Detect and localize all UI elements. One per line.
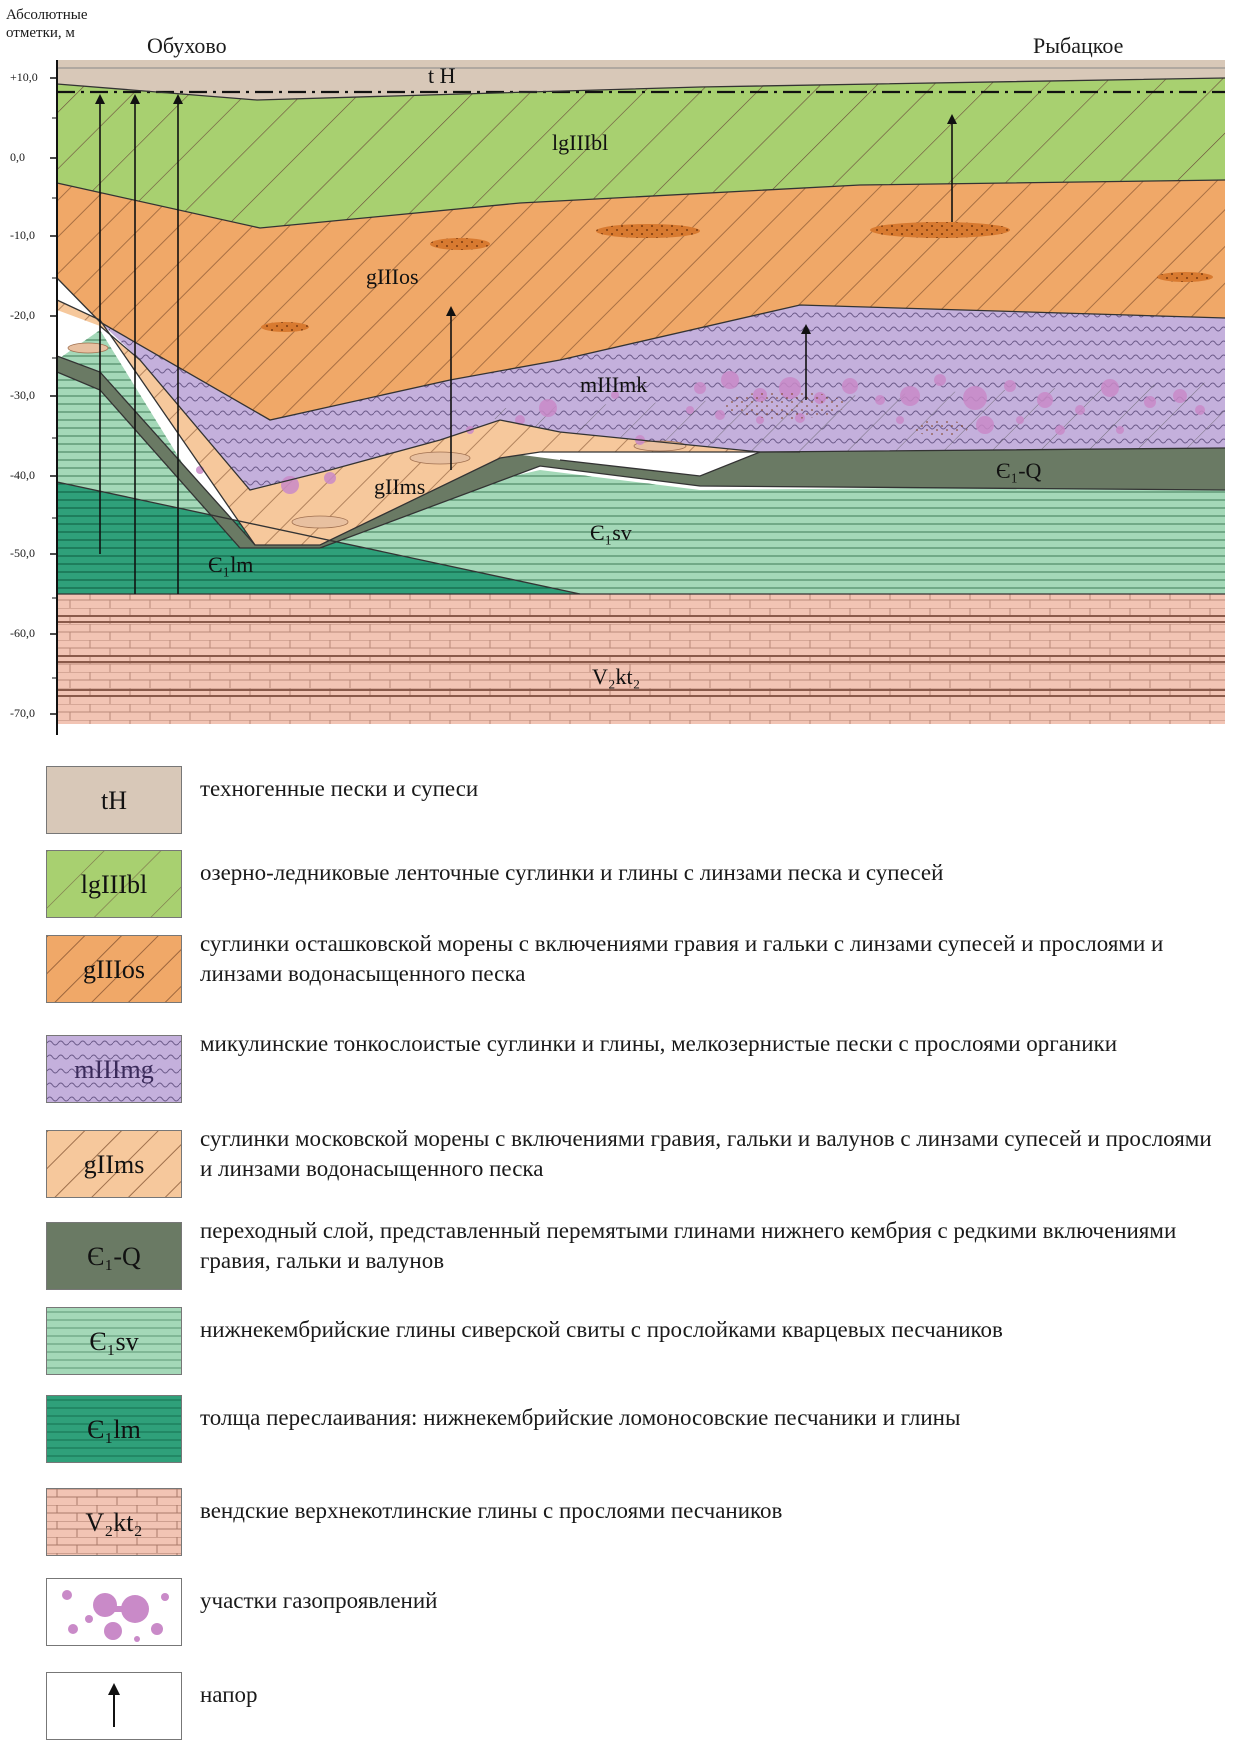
geological-cross-section: t H lgIIIbl gIIIos mIIImk gIIms Є₁-Q Є₁s…	[0, 0, 1245, 745]
gas-sand-lens	[725, 391, 845, 419]
legend-description: суглинки осташковской морены с включения…	[200, 929, 1225, 989]
gas-bubble	[896, 416, 904, 424]
label-lgIIIbl: lgIIIbl	[552, 130, 608, 155]
gas-bubble	[900, 386, 920, 406]
gas-bubble	[875, 395, 885, 405]
legend-code: gIIms	[84, 1150, 145, 1179]
gas-bubble	[715, 410, 725, 420]
gas-bubble	[686, 406, 694, 414]
legend-code: lgIIIbl	[81, 870, 147, 899]
legend-code: Є₁-Q	[87, 1242, 141, 1271]
label-gIIms: gIIms	[374, 474, 425, 499]
legend-description: техногенные пески и супеси	[200, 774, 1225, 804]
gas-bubble	[1055, 425, 1065, 435]
y-axis-ticks	[50, 78, 57, 714]
legend-code: gIIIos	[83, 955, 145, 984]
legend-description: нижнекембрийские глины сиверской свиты с…	[200, 1315, 1225, 1345]
legend-description: толща переслаивания: нижнекембрийские ло…	[200, 1403, 1225, 1433]
legend-code: tH	[101, 786, 127, 815]
legend-swatch: Є₁lm	[46, 1395, 182, 1463]
legend-code: mIIImg	[74, 1055, 153, 1084]
label-v2kt2: V₂kt₂	[592, 664, 640, 689]
gas-bubble	[721, 371, 739, 389]
gas-bubble	[1173, 389, 1187, 403]
gas-bubble	[694, 382, 706, 394]
legend-description: вендские верхнекотлинские глины с просло…	[200, 1496, 1225, 1526]
layer-v2kt2-hatch	[57, 594, 1225, 724]
gas-bubble	[1037, 392, 1053, 408]
legend-swatch: V₂kt₂	[46, 1488, 182, 1556]
legend-description: переходный слой, представленный перемяты…	[200, 1216, 1225, 1276]
gas-bubble	[1101, 379, 1119, 397]
gas-bubble	[976, 416, 994, 434]
legend-swatch	[46, 1672, 182, 1740]
legend-description: участки газопроявлений	[200, 1586, 1225, 1616]
gas-sand-lens	[912, 420, 968, 436]
legend-description: напор	[200, 1680, 1225, 1710]
gas-bubble	[1016, 416, 1024, 424]
legend-code: Є₁sv	[89, 1327, 138, 1356]
label-mIIImk: mIIImk	[580, 372, 647, 397]
label-e1lm: Є₁lm	[208, 552, 253, 577]
label-e1sv: Є₁sv	[590, 520, 632, 545]
label-e1q: Є₁-Q	[996, 458, 1042, 483]
legend-swatch	[46, 1578, 182, 1646]
gas-bubble	[1116, 426, 1124, 434]
legend-swatch: gIIIos	[46, 935, 182, 1003]
legend-description: микулинские тонкослоистые суглинки и гли…	[200, 1029, 1225, 1059]
gas-bubble	[324, 472, 336, 484]
legend-code: Є₁lm	[87, 1415, 141, 1444]
gas-bubble	[1004, 380, 1016, 392]
legend-description: озерно-ледниковые ленточные суглинки и г…	[200, 858, 1225, 888]
legend-code: V₂kt₂	[85, 1508, 142, 1537]
legend-swatch: Є₁sv	[46, 1307, 182, 1375]
gas-bubble	[963, 386, 987, 410]
gas-bubble	[934, 374, 946, 386]
gas-bubble	[1195, 405, 1205, 415]
legend-swatch: lgIIIbl	[46, 850, 182, 918]
gas-bubble	[539, 399, 557, 417]
gas-bubble	[842, 378, 858, 394]
legend-description: суглинки московской морены с включениями…	[200, 1124, 1225, 1184]
label-tH: t H	[428, 63, 456, 88]
legend-swatch: mIIImg	[46, 1035, 182, 1103]
gas-bubble	[1075, 405, 1085, 415]
legend-swatch: gIIms	[46, 1130, 182, 1198]
legend-swatch: Є₁-Q	[46, 1222, 182, 1290]
gas-bubble	[1144, 396, 1156, 408]
label-gIIIos: gIIIos	[366, 264, 419, 289]
legend-swatch: tH	[46, 766, 182, 834]
